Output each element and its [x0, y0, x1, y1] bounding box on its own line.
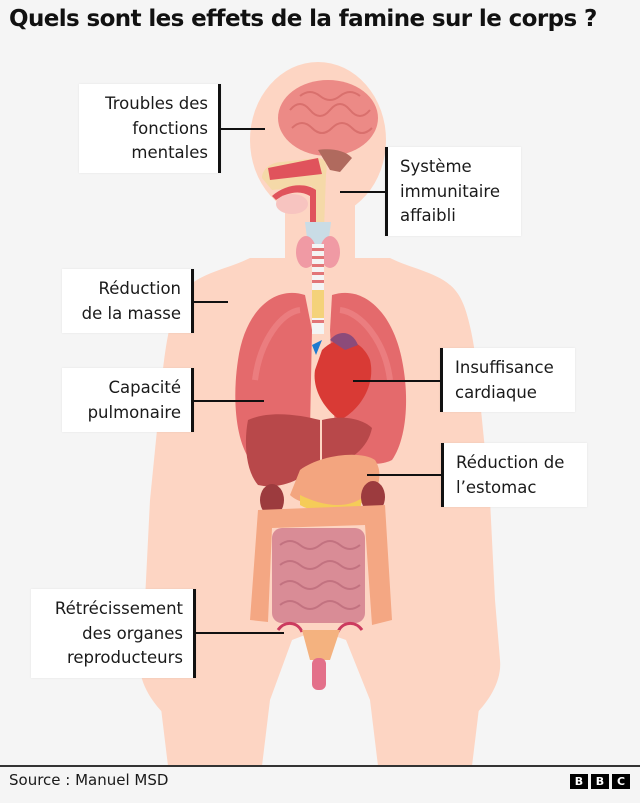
- connector-lung: [194, 400, 264, 402]
- connector-mass: [194, 301, 228, 303]
- label-capacite-pulmonaire: Capacité pulmonaire: [62, 368, 194, 432]
- throat-icon: [262, 158, 327, 230]
- label-reduction-masse: Réduction de la masse: [62, 269, 194, 333]
- label-reduction-estomac: Réduction de l’estomac: [441, 443, 587, 507]
- liver-icon: [245, 414, 372, 487]
- label-systeme-immunitaire: Système immunitaire affaibli: [385, 147, 521, 236]
- label-insuffisance-cardiaque: Insuffisance cardiaque: [440, 348, 575, 412]
- bbc-logo-letter: B: [591, 774, 609, 789]
- label-retrecissement-organes: Rétrécissement des organes reproducteurs: [31, 589, 196, 678]
- kidney-left-icon: [260, 484, 284, 516]
- bbc-logo-letter: B: [570, 774, 588, 789]
- reproductive-organs-icon: [276, 622, 364, 690]
- thyroid-icon: [296, 222, 340, 268]
- intestines-icon: [250, 505, 392, 625]
- bbc-logo: B B C: [570, 774, 630, 789]
- footer-divider: [0, 765, 640, 767]
- kidney-right-icon: [361, 481, 385, 513]
- heart-icon: [312, 333, 372, 420]
- brain-icon: [278, 80, 378, 172]
- source-text: Source : Manuel MSD: [9, 771, 169, 789]
- bbc-logo-letter: C: [612, 774, 630, 789]
- connector-repro: [196, 632, 284, 634]
- page-title: Quels sont les effets de la famine sur l…: [9, 6, 597, 32]
- connector-immune: [340, 191, 385, 193]
- connector-brain: [221, 128, 265, 130]
- connector-heart: [353, 380, 440, 382]
- stomach-icon: [290, 454, 380, 507]
- connector-stomach: [367, 474, 441, 476]
- trachea-icon: [312, 244, 324, 334]
- label-troubles-fonctions-mentales: Troubles des fonctions mentales: [79, 84, 221, 173]
